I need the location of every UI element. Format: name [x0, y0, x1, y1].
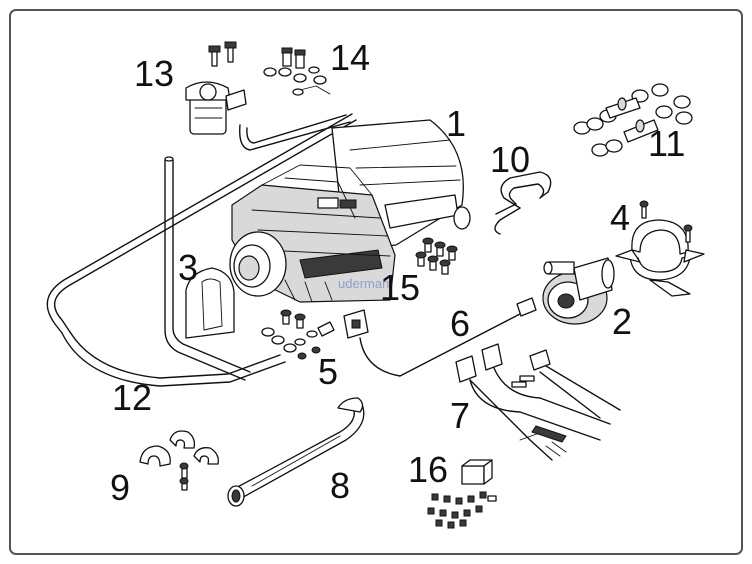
part-5-hardware [261, 309, 335, 360]
callout-13: 13 [134, 53, 175, 94]
part-4-mounting-bracket [615, 200, 705, 297]
watermark: uderman [338, 276, 390, 291]
part-8-exhaust-pipe [227, 397, 365, 507]
part-10-water-hose [494, 171, 552, 235]
callout-14: 14 [330, 37, 371, 78]
part-12-exhaust-hose [46, 113, 357, 387]
part-9-exhaust-clamps [139, 430, 219, 491]
part-2-water-pump [542, 257, 615, 325]
part-7-wiring-harness [455, 343, 621, 461]
callout-4: 4 [610, 197, 631, 238]
part-13-fuel-pump [185, 41, 247, 135]
part-11-hose-clamps [573, 83, 693, 157]
callout-2: 2 [612, 301, 633, 342]
callout-12: 12 [112, 377, 153, 418]
callout-15: 15 [380, 267, 421, 308]
callout-5: 5 [318, 351, 339, 392]
callout-11: 11 [648, 123, 686, 164]
part-14-fittings [263, 47, 331, 96]
callout-7: 7 [450, 395, 471, 436]
callout-10: 10 [490, 139, 531, 180]
callout-3: 3 [178, 247, 199, 288]
part-1-heater-unit [229, 119, 471, 303]
part-3-cover [185, 267, 235, 339]
part-16-small-pieces [427, 491, 497, 529]
part-15-screws [415, 237, 458, 275]
callout-1: 1 [446, 103, 467, 144]
part-6-pump-cable [343, 297, 537, 377]
part-16-relay-kit [427, 459, 497, 529]
diagram-frame [9, 9, 743, 555]
callout-8: 8 [330, 465, 351, 506]
callout-6: 6 [450, 303, 471, 344]
callout-16: 16 [408, 449, 449, 490]
callout-9: 9 [110, 467, 131, 508]
